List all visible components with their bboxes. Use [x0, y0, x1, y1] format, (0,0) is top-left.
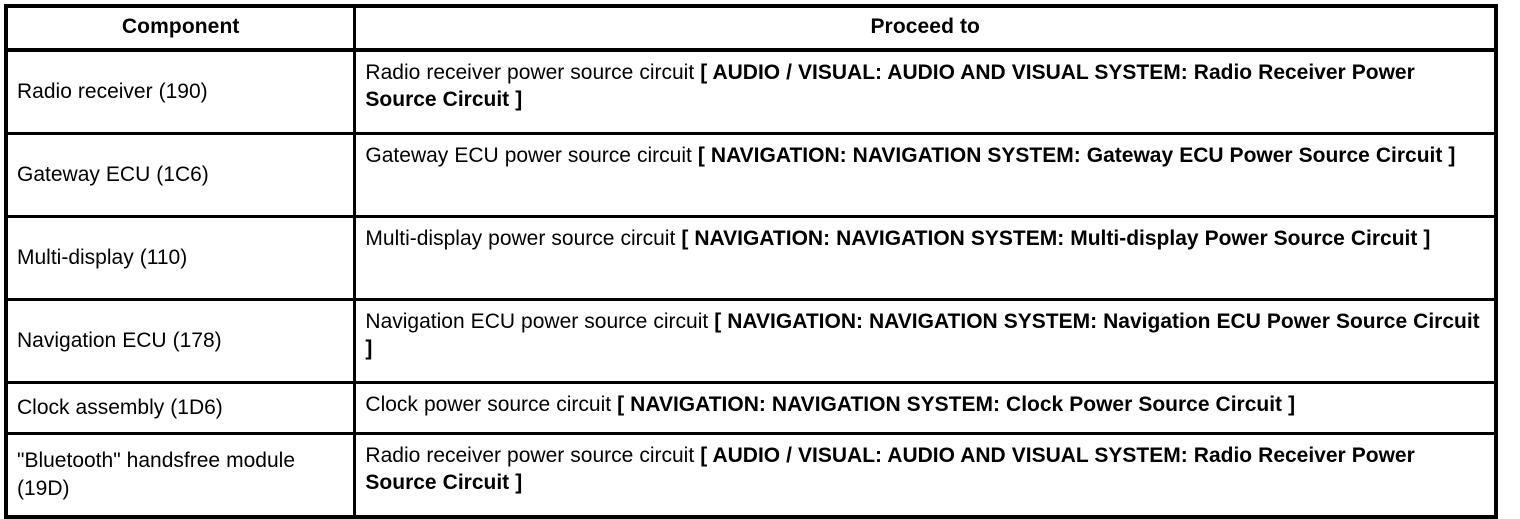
cell-component: Clock assembly (1D6): [6, 381, 357, 434]
cell-proceed-to: Navigation ECU power source circuit [ NA…: [354, 298, 1496, 383]
cell-proceed-to: Radio receiver power source circuit [ AU…: [354, 432, 1496, 518]
cell-component: Navigation ECU (178): [6, 298, 357, 383]
procedure-description: Radio receiver power source circuit: [365, 444, 701, 468]
document-sheet: Component Proceed to Radio receiver (190…: [4, 4, 1498, 519]
column-header-component: Component: [6, 6, 357, 53]
table-header: Component Proceed to: [6, 6, 1496, 53]
table-row: Multi-display (110)Multi-display power s…: [6, 215, 1496, 300]
procedure-reference-link[interactable]: [ NAVIGATION: NAVIGATION SYSTEM: Navigat…: [365, 310, 1480, 361]
cell-proceed-to: Radio receiver power source circuit [ AU…: [355, 50, 1496, 134]
table-row: "Bluetooth" handsfree module (19D)Radio …: [6, 432, 1496, 518]
proceed-to-table: Component Proceed to Radio receiver (190…: [4, 4, 1498, 519]
table-row: Gateway ECU (1C6)Gateway ECU power sourc…: [6, 132, 1496, 217]
cell-component: "Bluetooth" handsfree module (19D): [6, 432, 357, 518]
table-row: Navigation ECU (178)Navigation ECU power…: [6, 298, 1496, 383]
table-row: Radio receiver (190)Radio receiver power…: [6, 50, 1496, 134]
cell-component: Radio receiver (190): [6, 50, 357, 134]
cell-component: Gateway ECU (1C6): [6, 132, 357, 217]
procedure-reference-link[interactable]: [ NAVIGATION: NAVIGATION SYSTEM: Clock P…: [617, 393, 1296, 417]
table-row: Clock assembly (1D6)Clock power source c…: [6, 381, 1496, 434]
procedure-reference-link[interactable]: [ AUDIO / VISUAL: AUDIO AND VISUAL SYSTE…: [365, 61, 1415, 112]
procedure-description: Clock power source circuit: [365, 393, 618, 417]
procedure-description: Navigation ECU power source circuit: [365, 310, 715, 334]
procedure-reference-link[interactable]: [ NAVIGATION: NAVIGATION SYSTEM: Gateway…: [697, 144, 1456, 168]
procedure-reference-link[interactable]: [ NAVIGATION: NAVIGATION SYSTEM: Multi-d…: [681, 227, 1431, 251]
cell-component: Multi-display (110): [6, 215, 357, 300]
procedure-description: Radio receiver power source circuit: [365, 61, 701, 85]
procedure-description: Multi-display power source circuit: [365, 227, 682, 251]
column-header-proceed-to: Proceed to: [354, 6, 1496, 53]
table-body: Radio receiver (190)Radio receiver power…: [6, 50, 1496, 518]
cell-proceed-to: Gateway ECU power source circuit [ NAVIG…: [354, 132, 1496, 217]
cell-proceed-to: Multi-display power source circuit [ NAV…: [354, 215, 1496, 300]
header-row: Component Proceed to: [6, 6, 1496, 53]
cell-proceed-to: Clock power source circuit [ NAVIGATION:…: [354, 381, 1496, 434]
procedure-description: Gateway ECU power source circuit: [365, 144, 698, 168]
